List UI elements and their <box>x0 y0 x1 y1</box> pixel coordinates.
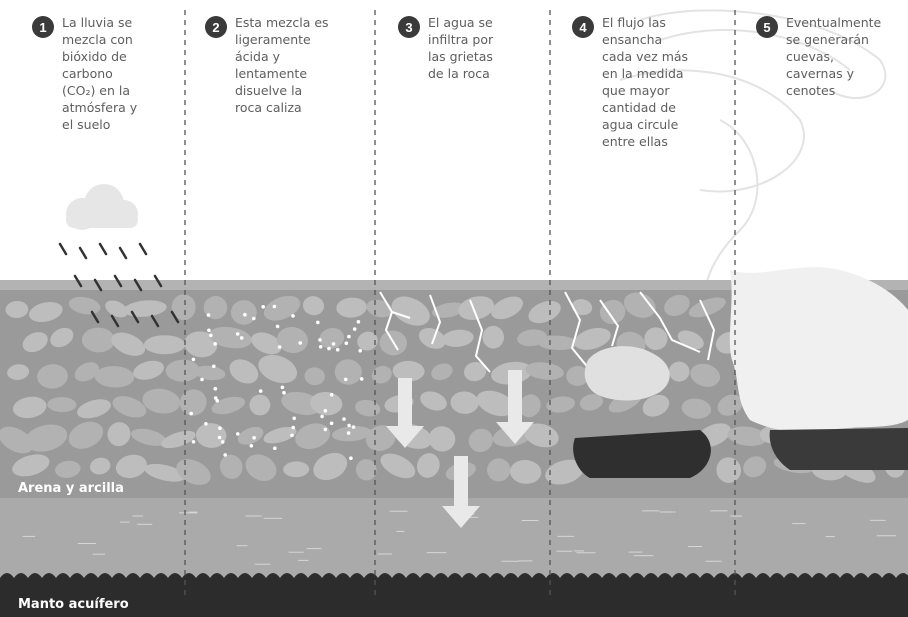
step-number-badge: 4 <box>572 16 594 38</box>
acid-dot <box>347 431 351 435</box>
acid-dot <box>273 446 277 450</box>
acid-dot <box>347 424 351 428</box>
step-number-badge: 5 <box>756 16 778 38</box>
acid-dot <box>332 342 336 346</box>
acid-dot <box>189 412 193 416</box>
acid-dot <box>236 432 240 436</box>
acid-dot <box>214 387 218 391</box>
cave-water-pool <box>573 430 711 478</box>
step-text: El flujo las ensancha cada vez más en la… <box>602 14 688 150</box>
cave-large <box>730 267 908 432</box>
acid-dot <box>357 320 361 324</box>
step-4: 4 El flujo las ensancha cada vez más en … <box>572 14 688 150</box>
raindrop <box>140 244 146 254</box>
acid-dot <box>223 453 227 457</box>
acid-dot <box>282 391 286 395</box>
acid-dot <box>218 436 222 440</box>
acid-dot <box>342 417 346 421</box>
acid-dot <box>320 415 324 419</box>
acid-dot <box>290 434 294 438</box>
acid-dot <box>243 313 247 317</box>
acid-dot <box>353 327 357 331</box>
acid-dot <box>358 349 362 353</box>
acid-dot <box>240 336 244 340</box>
acid-dot <box>204 422 208 426</box>
acid-dot <box>316 321 320 325</box>
pebble <box>144 335 185 354</box>
step-text: Eventualmente se generarán cuevas, caver… <box>786 14 881 99</box>
acid-dot <box>236 332 240 336</box>
acid-dot <box>192 440 196 444</box>
acid-dot <box>292 417 296 421</box>
step-1: 1 La lluvia se mezcla con bióxido de car… <box>32 14 137 133</box>
acid-dot <box>209 334 213 338</box>
raindrop <box>100 244 106 254</box>
raindrop <box>120 248 126 258</box>
acid-dot <box>324 409 328 413</box>
acid-dot <box>336 348 340 352</box>
step-text: Esta mezcla es ligeramente ácida y lenta… <box>235 14 329 116</box>
cloud-icon <box>66 184 138 230</box>
step-text: El agua se infiltra por las grietas de l… <box>428 14 493 82</box>
acid-dot <box>212 365 216 369</box>
step-3: 3 El agua se infiltra por las grietas de… <box>398 14 493 82</box>
step-number-badge: 2 <box>205 16 227 38</box>
acid-dot <box>330 422 334 426</box>
step-2: 2 Esta mezcla es ligeramente ácida y len… <box>205 14 329 116</box>
raindrop <box>80 248 86 258</box>
acid-dot <box>250 444 254 448</box>
acid-dot <box>345 341 349 345</box>
acid-dot <box>278 345 282 349</box>
step-number-badge: 1 <box>32 16 54 38</box>
acid-dot <box>261 305 265 309</box>
acid-dot <box>347 335 351 339</box>
sand-clay-label: Arena y arcilla <box>18 481 124 496</box>
acid-dot <box>218 426 222 430</box>
acid-dot <box>215 399 219 403</box>
acid-dot <box>330 393 334 397</box>
step-5: 5 Eventualmente se generarán cuevas, cav… <box>756 14 881 99</box>
acid-dot <box>291 426 295 430</box>
acid-dot <box>259 389 263 393</box>
acid-dot <box>252 317 256 321</box>
acid-dot <box>360 377 364 381</box>
acid-dot <box>324 428 328 432</box>
acid-dot <box>213 342 217 346</box>
acid-dot <box>221 440 225 444</box>
acid-dot <box>298 341 302 345</box>
acid-dot <box>276 325 280 329</box>
step-text: La lluvia se mezcla con bióxido de carbo… <box>62 14 137 133</box>
step-number-badge: 3 <box>398 16 420 38</box>
acid-dot <box>319 345 323 349</box>
acid-dot <box>344 378 348 382</box>
raindrop <box>60 244 66 254</box>
acid-dot <box>318 338 322 342</box>
acid-dot <box>327 347 331 351</box>
acid-dot <box>273 305 277 309</box>
acid-dot <box>200 378 204 382</box>
acid-dot <box>252 436 256 440</box>
acid-dot <box>281 386 285 390</box>
acid-dot <box>207 329 211 333</box>
acid-dot <box>352 425 356 429</box>
cave-water-pool-2 <box>770 428 908 470</box>
acid-dot <box>192 358 196 362</box>
acid-dot <box>349 456 353 460</box>
acid-dot <box>291 314 295 318</box>
aquifer-label: Manto acuífero <box>18 597 129 612</box>
acid-dot <box>207 313 211 317</box>
